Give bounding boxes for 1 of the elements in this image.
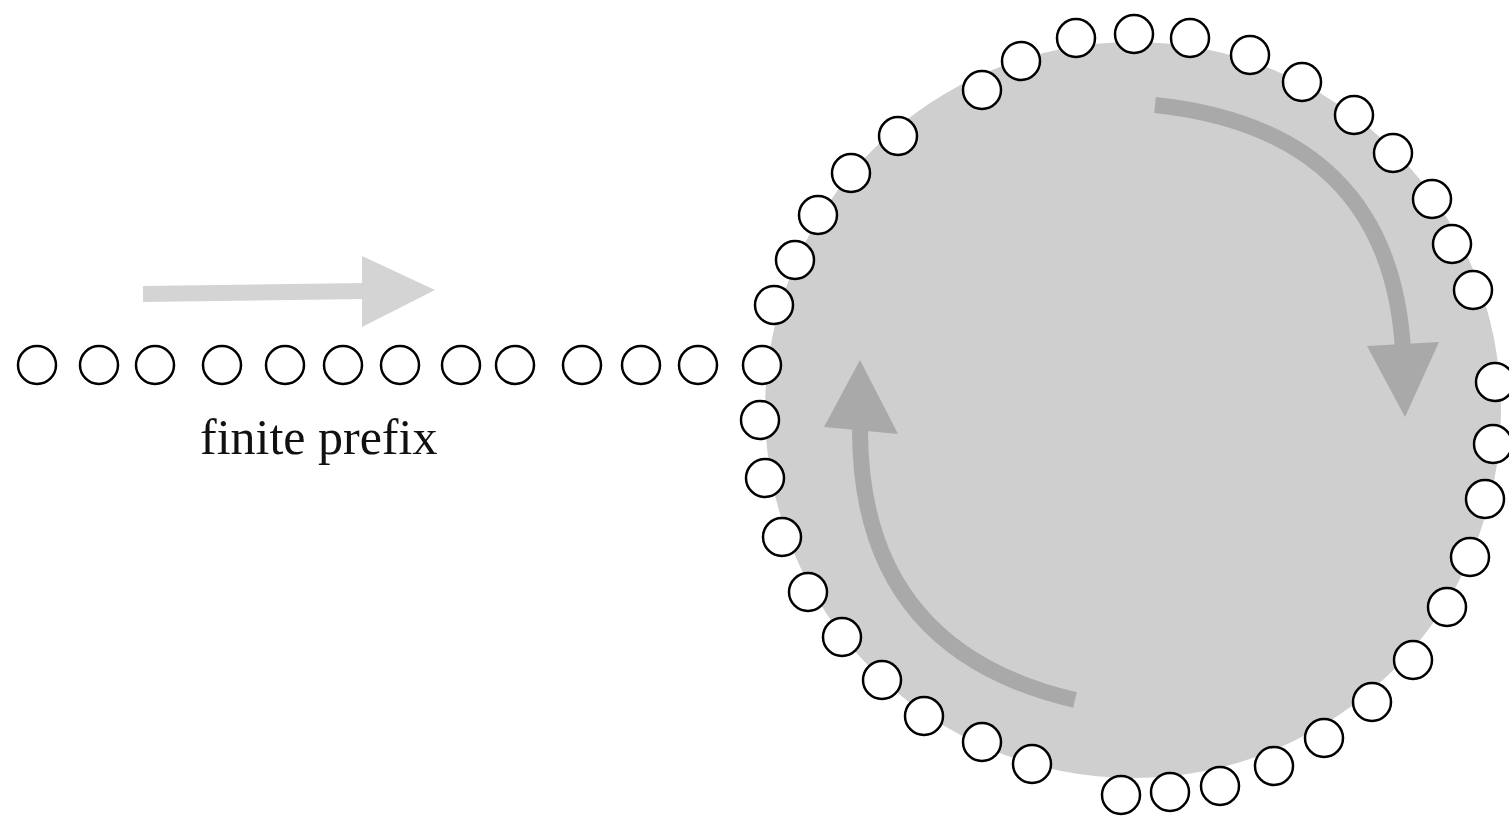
caption-text: finite prefix	[200, 410, 438, 465]
